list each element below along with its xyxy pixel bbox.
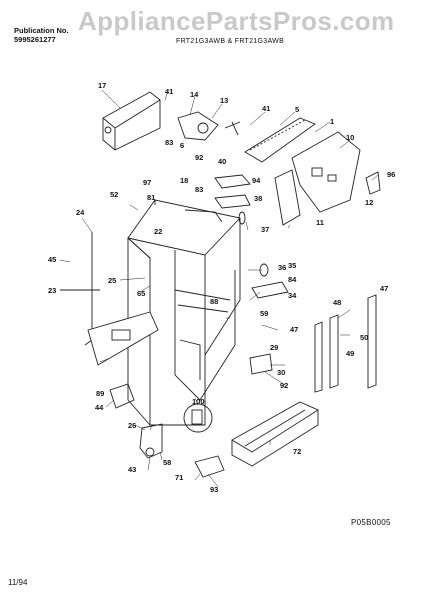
- callout: 58: [163, 458, 171, 467]
- callout: 83: [165, 138, 173, 147]
- callout: 49: [346, 349, 354, 358]
- callout: 43: [128, 465, 136, 474]
- callout: 41: [262, 104, 270, 113]
- callout: 52: [110, 190, 118, 199]
- model-numbers: FRT21G3AWB & FRT21G3AWB: [176, 38, 285, 45]
- cabinet-body: [127, 199, 241, 426]
- bracket-96: [365, 171, 381, 195]
- control-plate: [87, 311, 159, 366]
- diagram-code: P05B0005: [351, 518, 391, 527]
- callout: 94: [252, 176, 261, 185]
- callout: 65: [137, 289, 145, 298]
- callout: 1: [330, 117, 334, 126]
- rail-47: [367, 294, 377, 389]
- fan-motor: [177, 111, 241, 141]
- callout: 48: [333, 298, 341, 307]
- publication-number: 5995261277: [14, 35, 56, 44]
- rail-48: [329, 314, 339, 389]
- callout: 59: [260, 309, 268, 318]
- diagram-date: 11/94: [8, 578, 28, 587]
- callout: 47: [380, 284, 388, 293]
- callout: 44: [95, 403, 104, 412]
- callout: 10: [346, 133, 354, 142]
- callout: 6: [180, 141, 184, 150]
- publication-header: Publication No. 5995261277: [14, 26, 69, 44]
- callout: 47: [290, 325, 298, 334]
- callout: 18: [180, 176, 188, 185]
- callout: 83: [195, 185, 203, 194]
- air-duct: [274, 169, 301, 226]
- callout: 38: [254, 194, 262, 203]
- damper-control: [214, 194, 251, 209]
- callout: 26: [128, 421, 136, 430]
- roller: [194, 455, 225, 478]
- callout: 84: [288, 275, 297, 284]
- callout: 37: [261, 225, 269, 234]
- callout: 12: [365, 198, 373, 207]
- callout: 41: [165, 87, 173, 96]
- callout: 11: [316, 218, 324, 227]
- bracket-59: [251, 281, 289, 299]
- publication-label: Publication No.: [14, 26, 69, 35]
- watermark: AppliancePartsPros.com: [78, 6, 395, 36]
- callout: 30: [277, 368, 285, 377]
- callout: 92: [280, 381, 288, 390]
- callout: 81: [147, 193, 155, 202]
- control-housing: [102, 91, 161, 151]
- callout: 93: [210, 485, 218, 494]
- drain-tube: [84, 232, 93, 346]
- callout: 88: [210, 297, 218, 306]
- callout: 96: [387, 170, 395, 179]
- callout: 89: [96, 389, 104, 398]
- lower-hinge: [139, 423, 163, 459]
- callout: 72: [293, 447, 301, 456]
- callout: 36: [278, 263, 286, 272]
- toe-grille: [231, 401, 319, 467]
- damper: [214, 174, 251, 189]
- callout: 45: [48, 255, 56, 264]
- callout: 97: [143, 178, 151, 187]
- hinge-bracket: [109, 383, 135, 409]
- callout: 100: [192, 397, 205, 406]
- callout: 40: [218, 157, 226, 166]
- callout: 5: [295, 105, 299, 114]
- bracket-30: [249, 353, 273, 375]
- callout: 22: [154, 227, 162, 236]
- rail-left: [314, 321, 323, 393]
- callout: 34: [288, 291, 297, 300]
- callout: 13: [220, 96, 228, 105]
- callout: 92: [195, 153, 203, 162]
- callout: 25: [108, 276, 116, 285]
- callout: 23: [48, 286, 56, 295]
- callout: 35: [288, 261, 296, 270]
- rear-panel: [291, 131, 361, 213]
- part-callouts: 17 41 14 13 41 5 1 10 83 6 40 92 96 18 8…: [48, 81, 395, 494]
- callout: 29: [270, 343, 278, 352]
- callout: 71: [175, 473, 183, 482]
- callout: 24: [76, 208, 85, 217]
- callout: 17: [98, 81, 106, 90]
- light-37: [238, 211, 246, 225]
- callout: 50: [360, 333, 368, 342]
- evaporator-cover: [244, 117, 316, 163]
- callout: 14: [190, 90, 199, 99]
